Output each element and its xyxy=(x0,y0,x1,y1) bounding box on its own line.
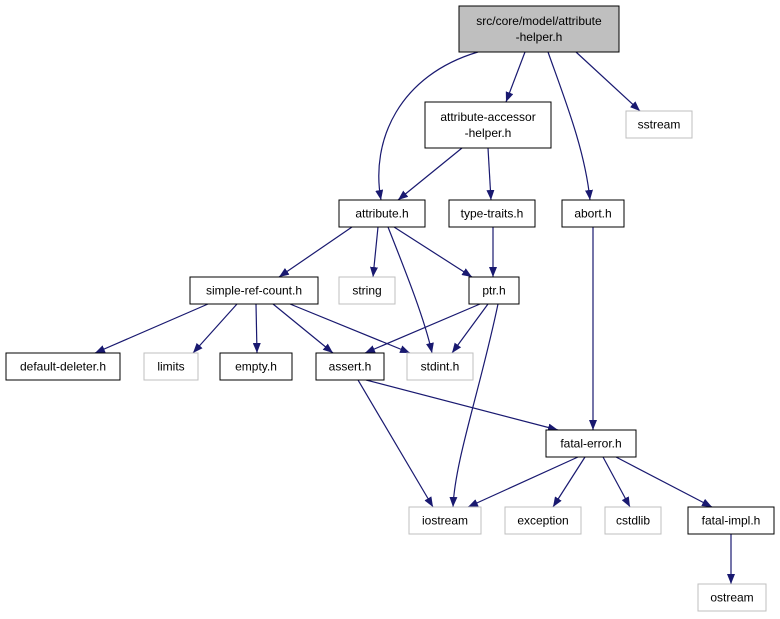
nodes-layer: src/core/model/attribute-helper.hattribu… xyxy=(5,5,775,612)
node-box xyxy=(189,276,319,305)
node-box xyxy=(143,352,199,381)
node-label: abort.h xyxy=(574,207,611,221)
node-label: assert.h xyxy=(329,360,372,374)
node-label: -helper.h xyxy=(516,30,563,44)
node-label: attribute.h xyxy=(355,207,408,221)
node-box xyxy=(406,352,474,381)
node-ptr[interactable]: ptr.h xyxy=(468,276,520,305)
edge-attribute-accessor-to-attribute xyxy=(397,147,463,201)
edge-attribute-to-stdint xyxy=(387,226,434,354)
node-label: sstream xyxy=(638,118,681,132)
node-label: ptr.h xyxy=(482,284,505,298)
node-box xyxy=(448,199,536,228)
edges-layer xyxy=(94,51,735,584)
node-cstdlib: cstdlib xyxy=(604,506,662,535)
node-simple-ref-count[interactable]: simple-ref-count.h xyxy=(189,276,319,305)
node-limits: limits xyxy=(143,352,199,381)
node-stdint: stdint.h xyxy=(406,352,474,381)
node-label: limits xyxy=(157,360,184,374)
edge-ptr-to-iostream xyxy=(449,303,499,508)
edge-ptr-to-assert xyxy=(364,303,481,354)
edge-attribute-to-simple-ref-count xyxy=(278,226,353,278)
edge-simple-ref-count-to-stdint xyxy=(289,303,411,354)
node-attribute-accessor[interactable]: attribute-accessor -helper.h xyxy=(424,101,552,149)
node-box xyxy=(561,199,625,228)
node-box xyxy=(625,110,693,139)
edge-attribute-accessor-to-type-traits xyxy=(486,147,495,201)
node-label: cstdlib xyxy=(616,514,650,528)
node-box xyxy=(338,276,396,305)
edge-root-to-sstream xyxy=(575,51,641,112)
edge-assert-to-fatal-error xyxy=(365,379,559,432)
node-attribute[interactable]: attribute.h xyxy=(338,199,426,228)
node-box xyxy=(687,506,775,535)
node-box xyxy=(5,352,121,381)
edge-simple-ref-count-to-assert xyxy=(272,303,334,354)
node-label: ostream xyxy=(710,591,753,605)
node-default-deleter[interactable]: default-deleter.h xyxy=(5,352,121,381)
node-box xyxy=(468,276,520,305)
node-box xyxy=(219,352,293,381)
edge-fatal-error-to-iostream xyxy=(467,456,579,508)
edge-attribute-to-ptr xyxy=(393,226,473,278)
edge-root-to-attribute-accessor xyxy=(505,51,526,103)
node-label: attribute-accessor xyxy=(440,110,535,124)
edge-root-to-attribute xyxy=(375,51,479,201)
node-box xyxy=(408,506,482,535)
edge-simple-ref-count-to-limits xyxy=(192,303,238,354)
edge-assert-to-iostream xyxy=(357,379,434,508)
node-box xyxy=(338,199,426,228)
edge-fatal-error-to-exception xyxy=(552,456,586,508)
node-label: default-deleter.h xyxy=(20,360,106,374)
node-string: string xyxy=(338,276,396,305)
node-fatal-error[interactable]: fatal-error.h xyxy=(545,429,637,458)
node-label: type-traits.h xyxy=(461,207,524,221)
node-box xyxy=(604,506,662,535)
node-label: src/core/model/attribute xyxy=(476,14,602,28)
node-type-traits[interactable]: type-traits.h xyxy=(448,199,536,228)
node-box xyxy=(697,583,767,612)
edge-root-to-abort xyxy=(547,51,593,201)
node-label: fatal-impl.h xyxy=(702,514,761,528)
edge-fatal-error-to-fatal-impl xyxy=(615,456,713,508)
node-ostream: ostream xyxy=(697,583,767,612)
node-box xyxy=(458,5,620,53)
node-box xyxy=(545,429,637,458)
node-root[interactable]: src/core/model/attribute -helper.h xyxy=(458,5,620,53)
node-label: empty.h xyxy=(235,360,277,374)
edge-simple-ref-count-to-default-deleter xyxy=(94,303,209,354)
node-box xyxy=(504,506,582,535)
node-abort[interactable]: abort.h xyxy=(561,199,625,228)
node-label: stdint.h xyxy=(421,360,460,374)
node-label: simple-ref-count.h xyxy=(206,284,302,298)
node-label: exception xyxy=(517,514,568,528)
node-label: iostream xyxy=(422,514,468,528)
node-label: fatal-error.h xyxy=(560,437,621,451)
node-label: -helper.h xyxy=(465,126,512,140)
node-box xyxy=(315,352,385,381)
edge-ptr-to-stdint xyxy=(451,303,489,354)
edge-attribute-to-string xyxy=(370,226,379,278)
node-empty[interactable]: empty.h xyxy=(219,352,293,381)
node-iostream: iostream xyxy=(408,506,482,535)
node-sstream: sstream xyxy=(625,110,693,139)
node-fatal-impl[interactable]: fatal-impl.h xyxy=(687,506,775,535)
node-exception: exception xyxy=(504,506,582,535)
node-assert[interactable]: assert.h xyxy=(315,352,385,381)
edge-fatal-error-to-cstdlib xyxy=(602,456,631,508)
edge-simple-ref-count-to-empty xyxy=(252,303,261,354)
node-box xyxy=(424,101,552,149)
node-label: string xyxy=(352,284,381,298)
